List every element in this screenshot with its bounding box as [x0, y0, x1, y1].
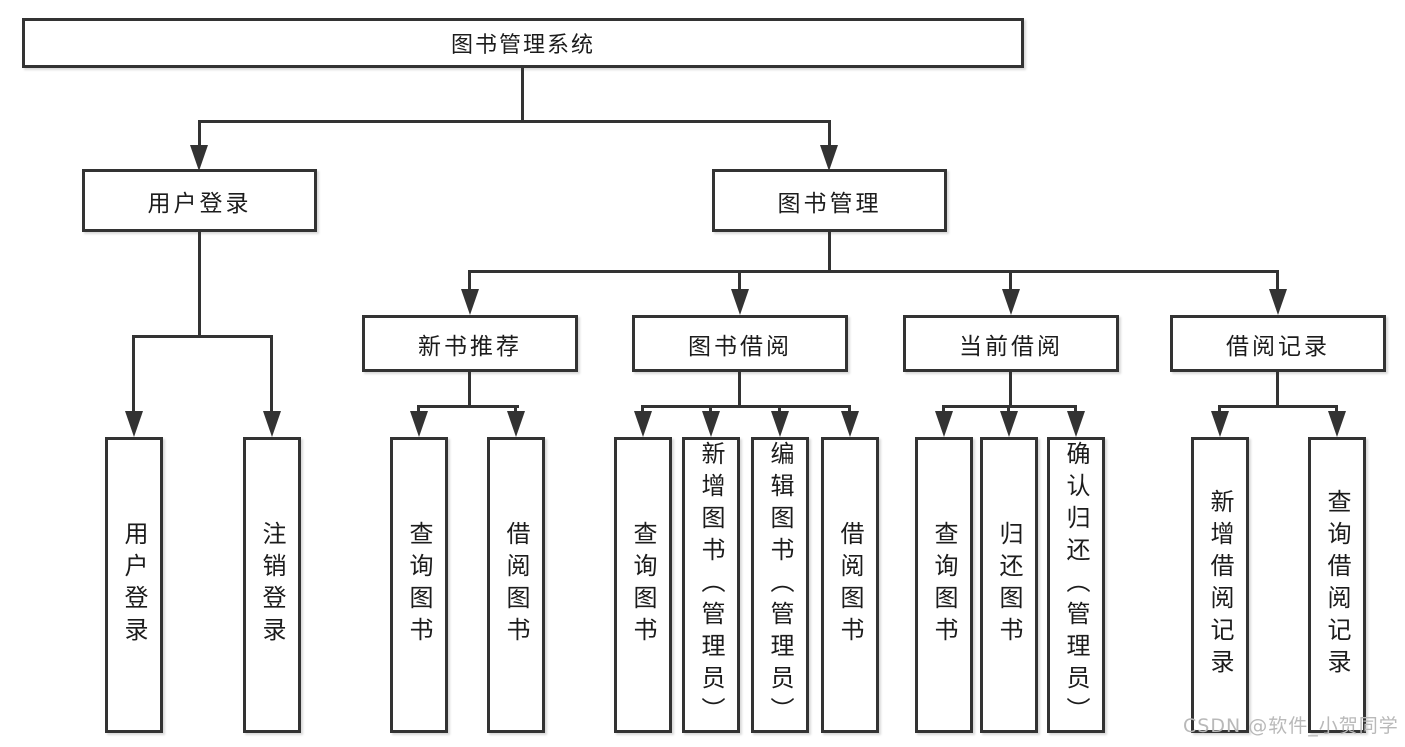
node-user-login: 用户登录 — [82, 169, 317, 232]
arrow-down-icon — [731, 289, 749, 315]
node-new-book-recommendation: 新书推荐 — [362, 315, 578, 372]
arrow-down-icon — [1000, 411, 1018, 437]
connector-line — [828, 120, 831, 150]
connector-line — [132, 335, 135, 415]
connector-line — [468, 270, 1279, 273]
connector-line — [417, 405, 519, 408]
node-borrowing-records: 借阅记录 — [1170, 315, 1386, 372]
node-book-borrowing-label: 图书借阅 — [688, 333, 792, 360]
connector-line — [1218, 405, 1338, 408]
arrow-down-icon — [702, 411, 720, 437]
leaf-confirm-return-admin: 确认归还（管理员） — [1047, 437, 1105, 733]
node-book-borrowing: 图书借阅 — [632, 315, 848, 372]
node-current-borrowing: 当前借阅 — [903, 315, 1119, 372]
connector-line — [641, 405, 851, 408]
arrow-down-icon — [634, 411, 652, 437]
node-new-book-recommendation-label: 新书推荐 — [418, 333, 522, 360]
leaf-borrow-books: 借阅图书 — [487, 437, 545, 733]
arrow-down-icon — [410, 411, 428, 437]
leaf-add-borrow-record: 新增借阅记录 — [1191, 437, 1249, 733]
connector-line — [1009, 270, 1012, 294]
connector-line — [198, 120, 831, 123]
node-current-borrowing-label: 当前借阅 — [959, 333, 1063, 360]
arrow-down-icon — [507, 411, 525, 437]
leaf-query-borrow-record-label: 查询借阅记录 — [1323, 489, 1351, 681]
connector-line — [270, 335, 273, 415]
arrow-down-icon — [841, 411, 859, 437]
leaf-query-books: 查询图书 — [390, 437, 448, 733]
connector-line — [468, 372, 471, 408]
leaf-query-books-label: 查询图书 — [629, 521, 657, 649]
leaf-query-borrow-record: 查询借阅记录 — [1308, 437, 1366, 733]
node-user-login-label: 用户登录 — [147, 190, 252, 217]
leaf-logout-label: 注销登录 — [258, 521, 286, 649]
leaf-query-books-label: 查询图书 — [405, 521, 433, 649]
arrow-down-icon — [1002, 289, 1020, 315]
leaf-borrow-books-label: 借阅图书 — [502, 521, 530, 649]
node-book-management: 图书管理 — [712, 169, 947, 232]
watermark: CSDN @软件_小贺同学 — [1183, 715, 1399, 737]
leaf-edit-books-admin-label: 编辑图书（管理员） — [766, 441, 794, 729]
node-library-system-label: 图书管理系统 — [450, 33, 595, 58]
connector-line — [132, 335, 273, 338]
leaf-user-login-label: 用户登录 — [120, 521, 148, 649]
arrow-down-icon — [771, 411, 789, 437]
arrow-down-icon — [461, 289, 479, 315]
node-borrowing-records-label: 借阅记录 — [1226, 333, 1330, 360]
connector-line — [1276, 270, 1279, 294]
connector-line — [738, 372, 741, 408]
leaf-return-books-label: 归还图书 — [995, 521, 1023, 649]
leaf-query-books-label: 查询图书 — [930, 521, 958, 649]
connector-line — [1276, 372, 1279, 408]
arrow-down-icon — [1211, 411, 1229, 437]
arrow-down-icon — [190, 145, 208, 171]
arrow-down-icon — [1328, 411, 1346, 437]
node-library-system: 图书管理系统 — [22, 18, 1024, 68]
leaf-query-books: 查询图书 — [614, 437, 672, 733]
connector-line — [828, 232, 831, 273]
leaf-borrow-books: 借阅图书 — [821, 437, 879, 733]
arrow-down-icon — [1067, 411, 1085, 437]
leaf-edit-books-admin: 编辑图书（管理员） — [751, 437, 809, 733]
leaf-add-books-admin-label: 新增图书（管理员） — [697, 441, 725, 729]
arrow-down-icon — [935, 411, 953, 437]
connector-line — [1009, 372, 1012, 408]
connector-line — [198, 120, 201, 150]
connector-line — [521, 68, 524, 123]
arrow-down-icon — [820, 145, 838, 171]
leaf-user-login: 用户登录 — [105, 437, 163, 733]
arrow-down-icon — [1269, 289, 1287, 315]
connector-line — [468, 270, 471, 294]
leaf-borrow-books-label: 借阅图书 — [836, 521, 864, 649]
connector-line — [738, 270, 741, 294]
arrow-down-icon — [263, 411, 281, 437]
leaf-confirm-return-admin-label: 确认归还（管理员） — [1062, 441, 1090, 729]
leaf-return-books: 归还图书 — [980, 437, 1038, 733]
connector-line — [198, 232, 201, 338]
leaf-query-books: 查询图书 — [915, 437, 973, 733]
leaf-add-borrow-record-label: 新增借阅记录 — [1206, 489, 1234, 681]
leaf-add-books-admin: 新增图书（管理员） — [682, 437, 740, 733]
arrow-down-icon — [125, 411, 143, 437]
node-book-management-label: 图书管理 — [777, 190, 882, 217]
leaf-logout: 注销登录 — [243, 437, 301, 733]
